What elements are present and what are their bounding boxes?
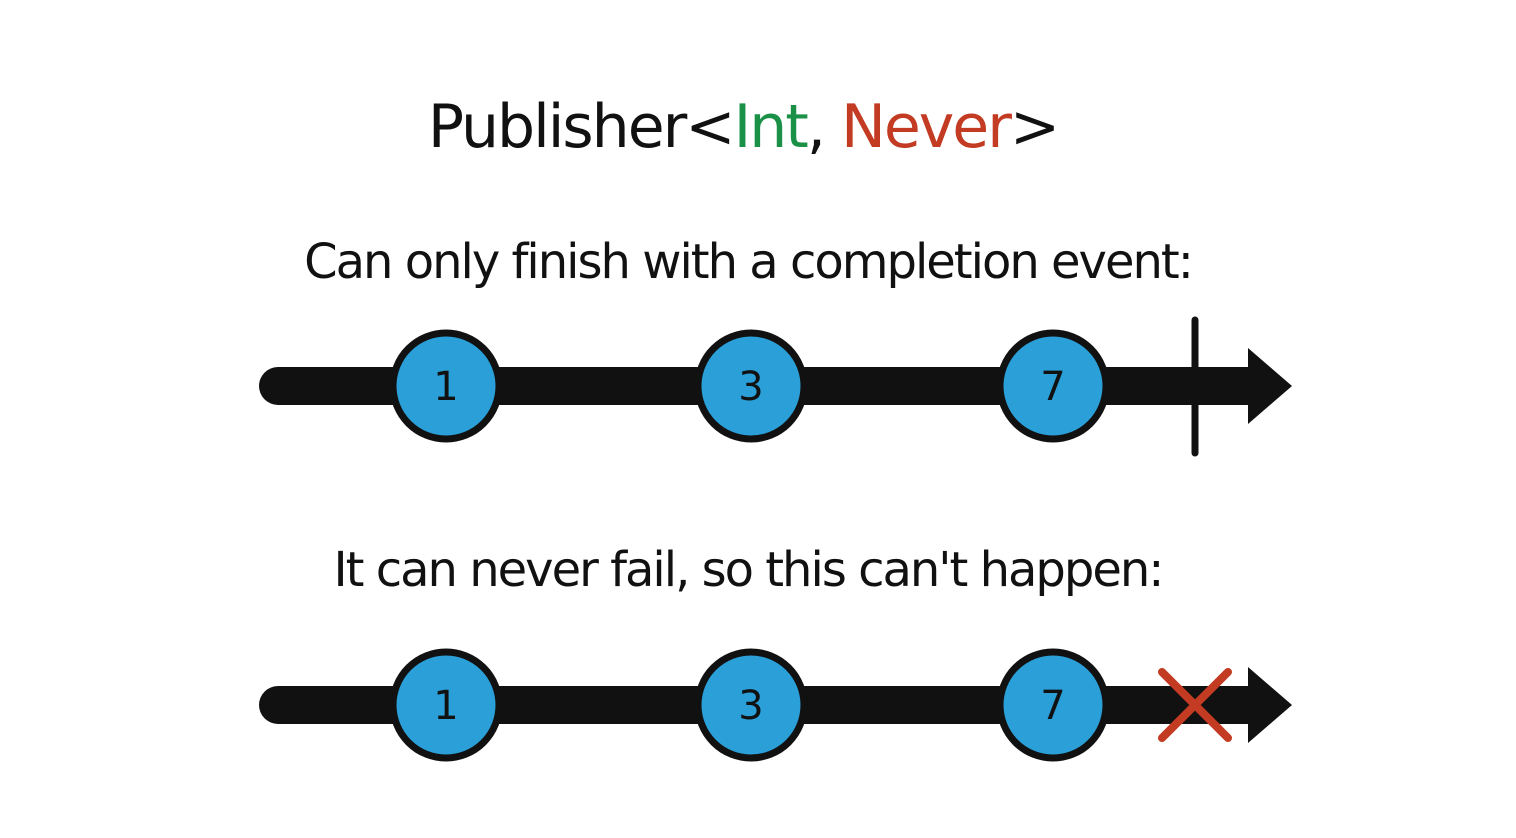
event-value: 7 [1040, 683, 1065, 729]
error-caption: It can never fail, so this can't happen: [333, 542, 1165, 598]
event-marble: 7 [996, 329, 1110, 443]
title-prefix: Publisher< [427, 92, 736, 162]
title-suffix: > [1009, 92, 1060, 162]
event-marble: 7 [996, 648, 1110, 762]
event-marble: 3 [694, 648, 808, 762]
event-value: 1 [433, 683, 458, 729]
event-value: 3 [738, 683, 763, 729]
timeline-arrowhead [1248, 348, 1292, 424]
event-marble: 3 [694, 329, 808, 443]
page-title: Publisher<Int, Never> [0, 92, 1486, 162]
completion-timeline: 1 3 7 [259, 316, 1292, 457]
failure-type-label: Never [840, 92, 1012, 162]
event-value: 7 [1040, 364, 1065, 410]
error-timeline: 1 3 7 [259, 648, 1292, 762]
error-x-icon [1158, 668, 1232, 742]
event-value: 1 [433, 364, 458, 410]
event-marble: 1 [389, 329, 503, 443]
output-type-label: Int [733, 92, 809, 162]
event-marble: 1 [389, 648, 503, 762]
event-value: 3 [738, 364, 763, 410]
completion-caption: Can only finish with a completion event: [304, 234, 1194, 290]
title-separator: , [806, 92, 841, 162]
timeline-arrowhead [1248, 667, 1292, 743]
